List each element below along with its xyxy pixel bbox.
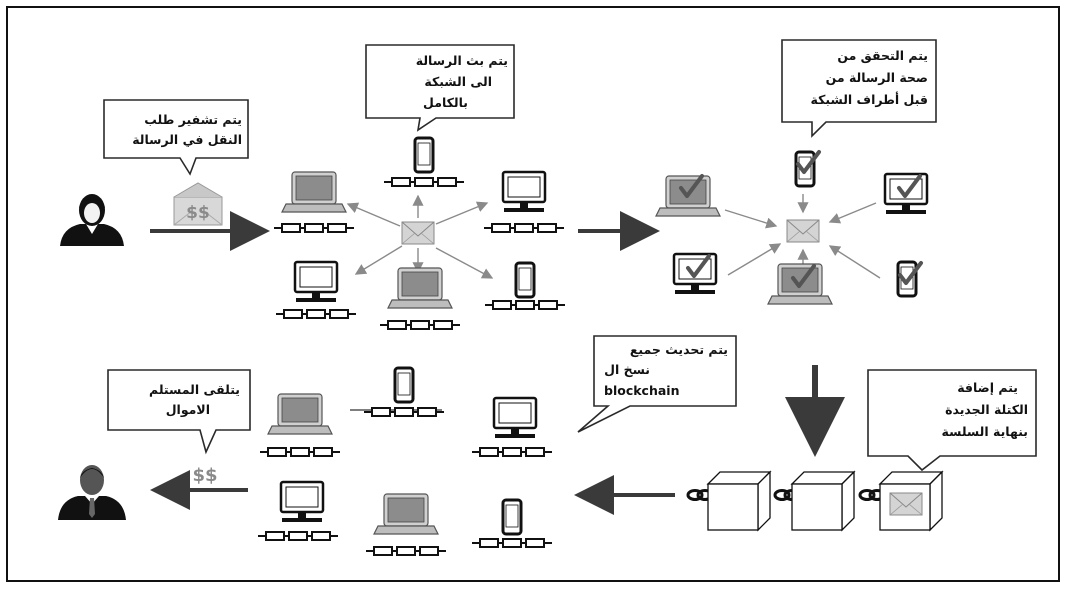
callout-verify-line-3: قبل أطراف الشبكة (811, 91, 928, 107)
node-bar-icon (273, 223, 355, 233)
node-bar-icon (471, 538, 553, 548)
callout-add-block-line-3: بنهاية السلسة (942, 424, 1028, 439)
broadcast-arrows (346, 194, 494, 279)
verified-desktop-node (672, 252, 718, 296)
callout-update-line-3: blockchain (604, 383, 679, 398)
encrypted-envelope-icon (173, 182, 223, 226)
node-bar-icon (275, 309, 357, 319)
phone-node-icon (413, 136, 435, 174)
callout-receive-line-2: الاموال (166, 402, 210, 417)
callout-encrypt-line-2: النقل في الرسالة (132, 132, 242, 147)
verified-laptop-node (655, 174, 721, 217)
laptop-node-icon (281, 171, 347, 213)
verified-phone-node (794, 150, 821, 188)
envelope-money-label: $$ (186, 203, 210, 223)
broadcast-message-icon (401, 221, 435, 245)
callout-add-block-line-2: الكتلة الجديدة (945, 402, 1028, 417)
callout-broadcast-line-1: يتم بث الرسالة (416, 53, 508, 68)
block-cube-icon (791, 471, 855, 531)
verified-phone-node (896, 260, 923, 298)
laptop-node-icon (373, 493, 439, 535)
callout-broadcast-line-3: بالكامل (423, 95, 468, 110)
desktop-node-icon (492, 396, 538, 440)
phone-node-icon (393, 366, 415, 404)
callout-broadcast: يتم بث الرسالة الى الشبكة بالكامل (365, 44, 515, 132)
node-bar-icon (483, 223, 565, 233)
callout-update: يتم تحديث جميع نسخ ال blockchain (577, 335, 737, 433)
node-bar-icon (365, 546, 447, 556)
desktop-node-icon (279, 480, 325, 524)
laptop-node-icon (387, 267, 453, 309)
verified-desktop-node (883, 172, 929, 216)
callout-verify: يتم التحقق من صحة الرسالة من قبل أطراف ا… (781, 39, 937, 138)
callout-add-block: يتم إضافة الكتلة الجديدة بنهاية السلسة (867, 369, 1037, 472)
callout-broadcast-line-2: الى الشبكة (424, 74, 492, 89)
callout-encrypt: يتم تشفير طلب النقل في الرسالة (103, 99, 249, 176)
sender-person-icon (60, 194, 124, 246)
callout-receive-line-1: يتلقى المستلم (149, 382, 240, 397)
diagram-frame (6, 6, 1060, 582)
callout-update-line-1: يتم تحديث جميع (630, 342, 728, 357)
transfer-money-label: $$ (192, 465, 217, 486)
callout-add-block-line-1: يتم إضافة (957, 380, 1018, 395)
verification-arrows (724, 194, 881, 279)
laptop-node-icon (267, 393, 333, 435)
desktop-node-icon (501, 170, 547, 214)
verified-laptop-node (767, 263, 833, 305)
callout-update-line-2: نسخ ال (604, 362, 650, 377)
desktop-node-icon (293, 260, 339, 304)
callout-receive: يتلقى المستلم الاموال (107, 369, 251, 455)
node-bar-icon (484, 300, 566, 310)
callout-verify-line-1: يتم التحقق من (837, 48, 928, 63)
callout-encrypt-line-1: يتم تشفير طلب (144, 112, 242, 127)
node-bar-icon (471, 447, 553, 457)
receiver-person-icon (58, 465, 126, 520)
node-bar-icon (383, 177, 465, 187)
node-bar-icon (259, 447, 341, 457)
node-bar-icon (363, 407, 445, 417)
block-message-icon (889, 492, 923, 516)
block-cube-icon (707, 471, 771, 531)
phone-node-icon (501, 498, 523, 536)
node-bar-icon (257, 531, 339, 541)
verified-message-icon (786, 219, 820, 243)
phone-node-icon (514, 261, 536, 299)
callout-verify-line-2: صحة الرسالة من (826, 70, 928, 85)
node-bar-icon (379, 320, 461, 330)
